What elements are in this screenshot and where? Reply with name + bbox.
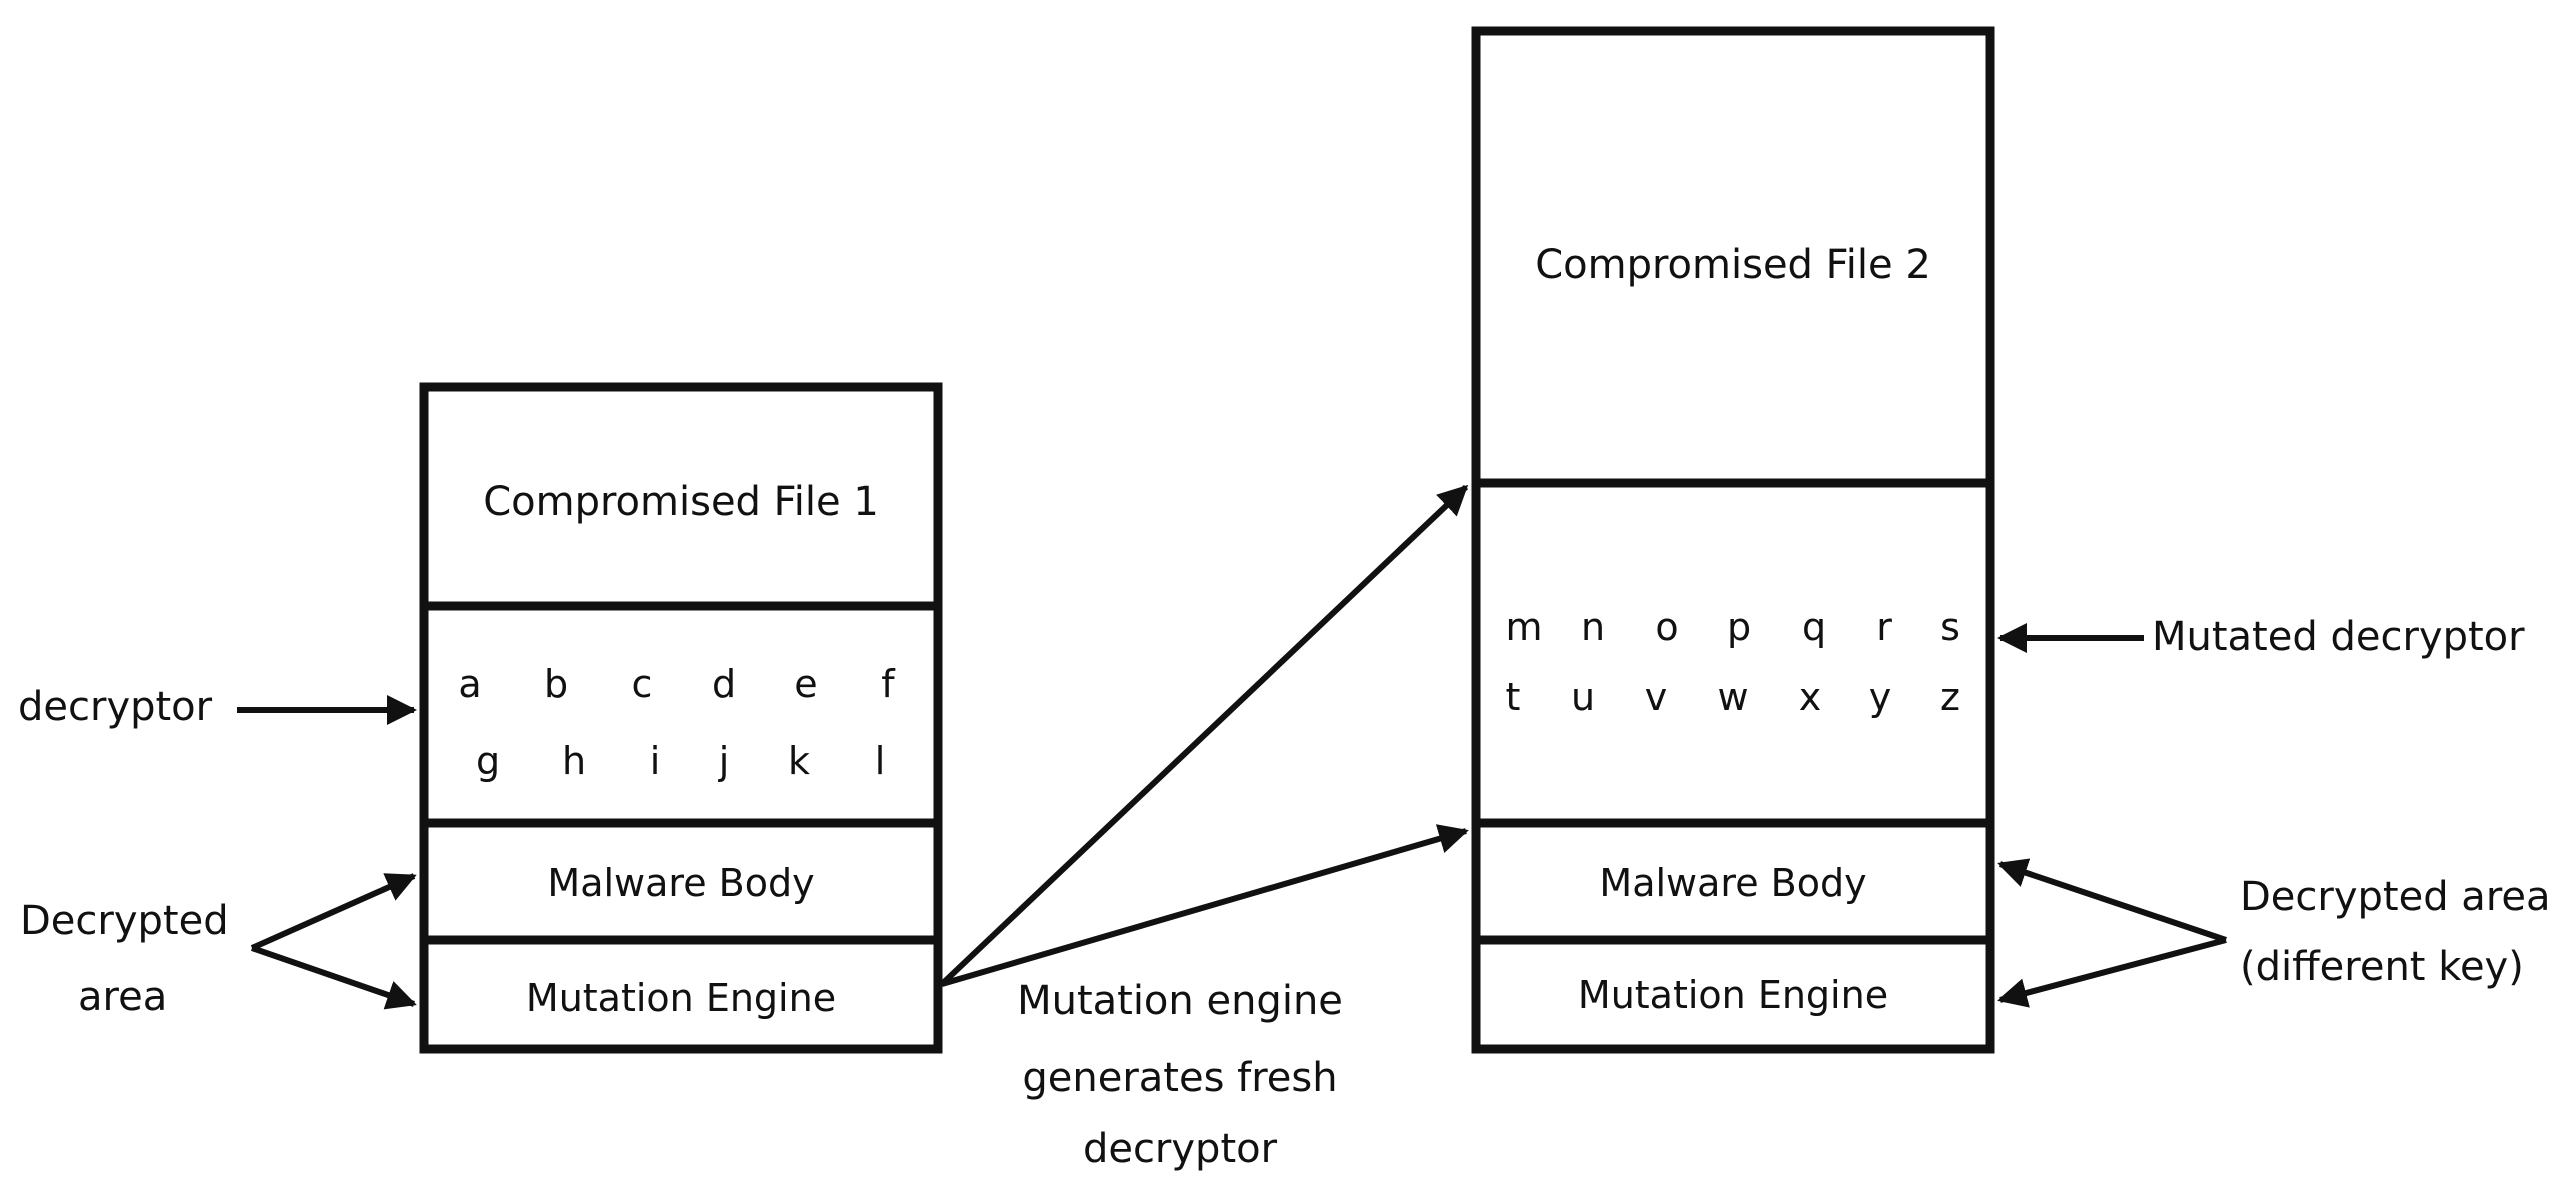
file1-title: Compromised File 1 (483, 479, 879, 525)
file1-malware-body: Malware Body (547, 861, 814, 905)
file1-letter: c (632, 662, 653, 706)
file2-letter: x (1799, 675, 1822, 719)
decrypted-area-arrow-lower (251, 945, 417, 1010)
file2-title: Compromised File 2 (1535, 242, 1931, 288)
file1-letter: l (875, 739, 886, 783)
mutation-to-body-arrow (941, 824, 1469, 987)
mutation-note-line3: decryptor (1083, 1126, 1278, 1172)
file1-decryptor-letters: a b c d e f g h i j k l (458, 662, 896, 783)
file1-letter: k (788, 739, 810, 783)
file2-letter: r (1876, 605, 1892, 649)
file1-mutation-engine: Mutation Engine (526, 976, 836, 1020)
file2-malware-body: Malware Body (1599, 861, 1866, 905)
file2-letter: v (1645, 675, 1668, 719)
file2-letter: z (1940, 675, 1960, 719)
file2-letter: y (1869, 675, 1892, 719)
file2-letter: m (1505, 605, 1542, 649)
mutation-note-line2: generates fresh (1022, 1055, 1337, 1101)
decryptor-label: decryptor (18, 684, 213, 730)
decrypted-area-key-label-line1: Decrypted area (2240, 874, 2551, 920)
decrypted-area-label-line2: area (78, 974, 167, 1020)
mutation-to-decryptor-arrow (939, 484, 1469, 987)
file2-letter: u (1571, 675, 1595, 719)
file2-mutated-decryptor-letters: m n o p q r s t u v w x y z (1505, 605, 1959, 719)
compromised-file-1-block: Compromised File 1 a b c d e f g h i j k… (419, 382, 943, 1054)
decrypted-area-label-line1: Decrypted (20, 898, 229, 944)
file1-letter: e (794, 662, 817, 706)
file1-letter: a (458, 662, 481, 706)
decrypted-area-key-label-line2: (different key) (2240, 944, 2524, 990)
mutated-decryptor-label: Mutated decryptor (2152, 614, 2525, 660)
mutation-note-line1: Mutation engine (1017, 978, 1343, 1024)
file1-letter: j (718, 739, 730, 783)
file2-letter: n (1581, 605, 1605, 649)
file2-letter: q (1802, 605, 1826, 649)
file1-letter: h (562, 739, 586, 783)
file2-letter: p (1727, 605, 1751, 649)
compromised-file-2-block: Compromised File 2 m n o p q r s t u v w… (1471, 26, 1995, 1054)
file2-letter: s (1940, 605, 1960, 649)
file2-letter: o (1655, 605, 1678, 649)
file2-letter: w (1717, 675, 1748, 719)
decrypted-area-key-arrow-lower (1997, 937, 2227, 1008)
file1-letter: g (476, 739, 500, 783)
file1-letter: i (650, 739, 661, 783)
decrypted-area-arrow-upper (250, 873, 417, 951)
file2-letter: t (1506, 675, 1521, 719)
file1-letter: d (712, 662, 736, 706)
decrypted-area-key-arrow-upper (1997, 858, 2227, 943)
file1-letter: f (881, 662, 896, 706)
file2-mutation-engine: Mutation Engine (1578, 973, 1888, 1017)
file1-letter: b (544, 662, 568, 706)
